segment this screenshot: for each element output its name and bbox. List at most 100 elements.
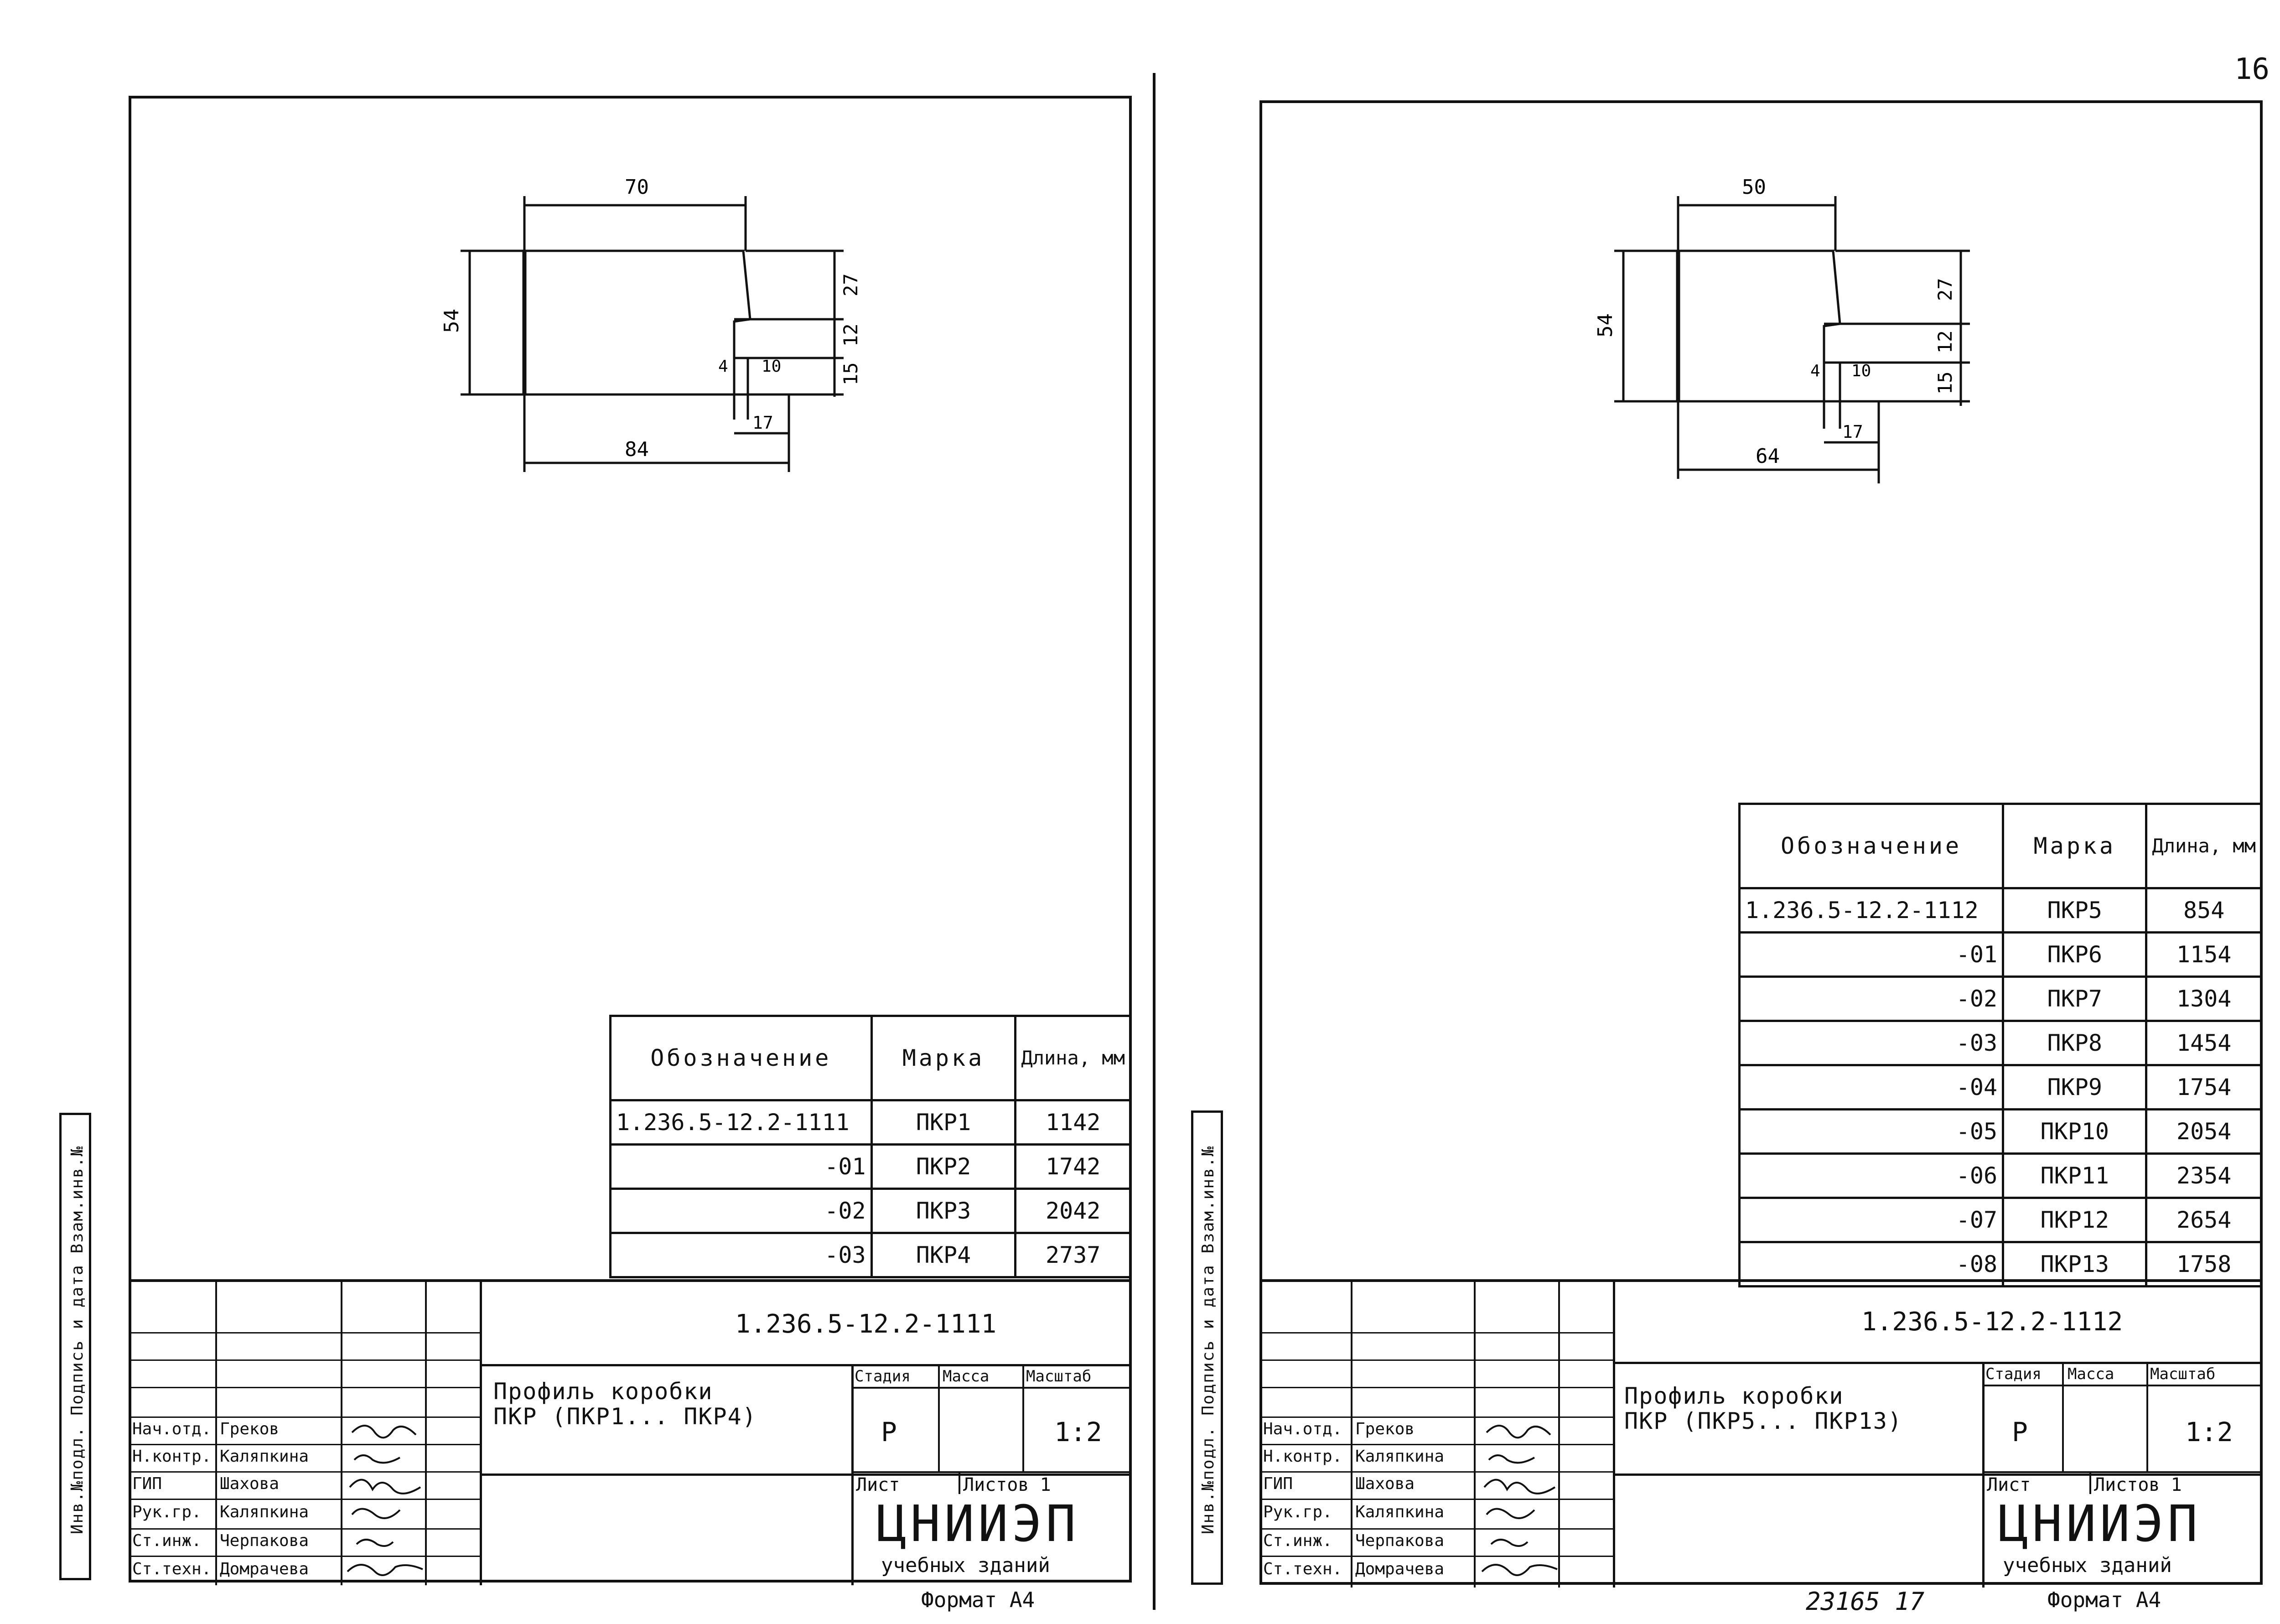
dim-step-right: 10 (762, 357, 781, 376)
right-spec-table: Обозначение Марка Длина, мм 1.236.5-12.2… (1738, 803, 2263, 1287)
dim-bottom-width: 84 (625, 438, 649, 461)
left-title-block: 1.236.5-12.2-1111 Профиль коробки ПКР (П… (129, 1279, 1132, 1585)
right-role-0: Нач.отд. (1263, 1420, 1342, 1438)
dim-right-2: 12 (1934, 330, 1956, 353)
right-tb-scale: 1:2 (2185, 1416, 2233, 1448)
right-role-1: Н.контр. (1263, 1447, 1342, 1466)
dim-right-1: 27 (839, 273, 862, 296)
dim-notch: 17 (1842, 422, 1863, 442)
right-tb-title-line1: Профиль коробки (1624, 1383, 1844, 1409)
left-name-3: Каляпкина (220, 1503, 309, 1521)
header-designation: Обозначение (1738, 803, 2005, 889)
left-name-2: Шахова (220, 1474, 280, 1493)
right-stamp: 23165 17 (1806, 1587, 1925, 1616)
left-profile-drawing: 70 84 54 27 12 15 4 10 17 (440, 176, 862, 472)
right-tb-stage: Р (2012, 1416, 2028, 1448)
right-tb-mass-label: Масса (2068, 1365, 2114, 1383)
right-name-0: Греков (1355, 1420, 1415, 1438)
right-role-4: Ст.инж. (1263, 1531, 1332, 1550)
left-side-strip (59, 1113, 91, 1580)
left-name-0: Греков (220, 1420, 280, 1438)
right-name-3: Каляпкина (1355, 1503, 1445, 1521)
right-name-1: Каляпкина (1355, 1447, 1445, 1466)
dim-height: 54 (440, 309, 463, 333)
header-mark: Марка (870, 1015, 1017, 1101)
right-tb-sheet-label: Лист (1987, 1474, 2031, 1495)
left-tb-mass-label: Масса (943, 1367, 990, 1385)
left-role-0: Нач.отд. (132, 1420, 212, 1438)
right-side-label: Инв.№подл. Подпись и дата Взам.инв.№ (1199, 1145, 1218, 1535)
left-tb-scale-label: Масштаб (1026, 1367, 1092, 1385)
dim-right-1: 27 (1934, 278, 1956, 301)
right-tb-code: 1.236.5-12.2-1112 (1861, 1307, 2123, 1337)
header-length: Длина, мм (1014, 1015, 1132, 1101)
left-tb-sheet-label: Лист (856, 1474, 900, 1495)
left-role-2: ГИП (132, 1474, 162, 1493)
right-title-block: 1.236.5-12.2-1112 Профиль коробки ПКР (П… (1259, 1279, 2263, 1588)
header-designation: Обозначение (609, 1015, 873, 1101)
dim-top-width: 70 (625, 176, 649, 199)
header-length: Длина, мм (2145, 803, 2263, 889)
right-side-strip (1191, 1110, 1223, 1585)
dim-right-3: 15 (839, 362, 862, 385)
left-tb-title-line2: ПКР (ПКР1... ПКР4) (493, 1403, 757, 1430)
right-format: Формат А4 (2047, 1588, 2161, 1612)
sheet-divider (1153, 73, 1156, 1610)
left-role-1: Н.контр. (132, 1447, 212, 1466)
dim-right-2: 12 (839, 323, 862, 347)
left-role-3: Рук.гр. (132, 1503, 202, 1521)
left-signatures (347, 1425, 423, 1576)
right-name-4: Черпакова (1355, 1531, 1445, 1550)
left-sheet-frame (129, 96, 1132, 1582)
right-tb-org-main: ЦНИИЭП (1998, 1494, 2202, 1553)
right-role-2: ГИП (1263, 1474, 1293, 1493)
left-name-1: Каляпкина (220, 1447, 309, 1466)
dim-notch: 17 (752, 413, 773, 433)
dim-bottom-width: 64 (1756, 445, 1780, 468)
left-format: Формат А4 (921, 1588, 1035, 1612)
dim-step-left: 4 (1810, 362, 1820, 380)
right-profile-drawing: 50 64 54 27 12 15 4 10 17 (1594, 176, 1970, 483)
left-tb-stage: Р (881, 1416, 897, 1448)
dim-step-left: 4 (718, 357, 728, 376)
right-name-2: Шахова (1355, 1474, 1415, 1493)
right-tb-sheets-label: Листов 1 (2094, 1474, 2182, 1495)
dim-top-width: 50 (1742, 176, 1766, 199)
right-tb-org-sub: учебных зданий (2003, 1554, 2172, 1577)
left-name-5: Домрачева (220, 1560, 309, 1578)
right-tb-title-line2: ПКР (ПКР5... ПКР13) (1624, 1408, 1902, 1434)
dim-right-3: 15 (1934, 371, 1956, 394)
right-name-5: Домрачева (1355, 1560, 1445, 1578)
right-tb-scale-label: Масштаб (2150, 1365, 2216, 1383)
dim-height: 54 (1594, 313, 1617, 337)
right-tb-stage-label: Стадия (1985, 1365, 2042, 1383)
left-tb-scale: 1:2 (1054, 1416, 1102, 1448)
header-mark: Марка (2002, 803, 2148, 889)
left-tb-sheets-label: Листов 1 (963, 1474, 1051, 1495)
left-side-label: Инв.№подл. Подпись и дата Взам.инв.№ (68, 1145, 87, 1535)
page-number: 16 (2234, 52, 2270, 86)
left-tb-org-main: ЦНИИЭП (876, 1494, 1080, 1553)
left-name-4: Черпакова (220, 1531, 309, 1550)
left-role-4: Ст.инж. (132, 1531, 202, 1550)
left-tb-org-sub: учебных зданий (881, 1554, 1050, 1577)
left-tb-title-line1: Профиль коробки (493, 1378, 713, 1405)
left-tb-code: 1.236.5-12.2-1111 (735, 1309, 997, 1339)
right-role-5: Ст.техн. (1263, 1560, 1342, 1578)
left-tb-stage-label: Стадия (855, 1367, 911, 1385)
dim-step-right: 10 (1851, 362, 1871, 380)
left-spec-table: Обозначение Марка Длина, мм 1.236.5-12.2… (609, 1015, 1132, 1278)
right-role-3: Рук.гр. (1263, 1503, 1332, 1521)
